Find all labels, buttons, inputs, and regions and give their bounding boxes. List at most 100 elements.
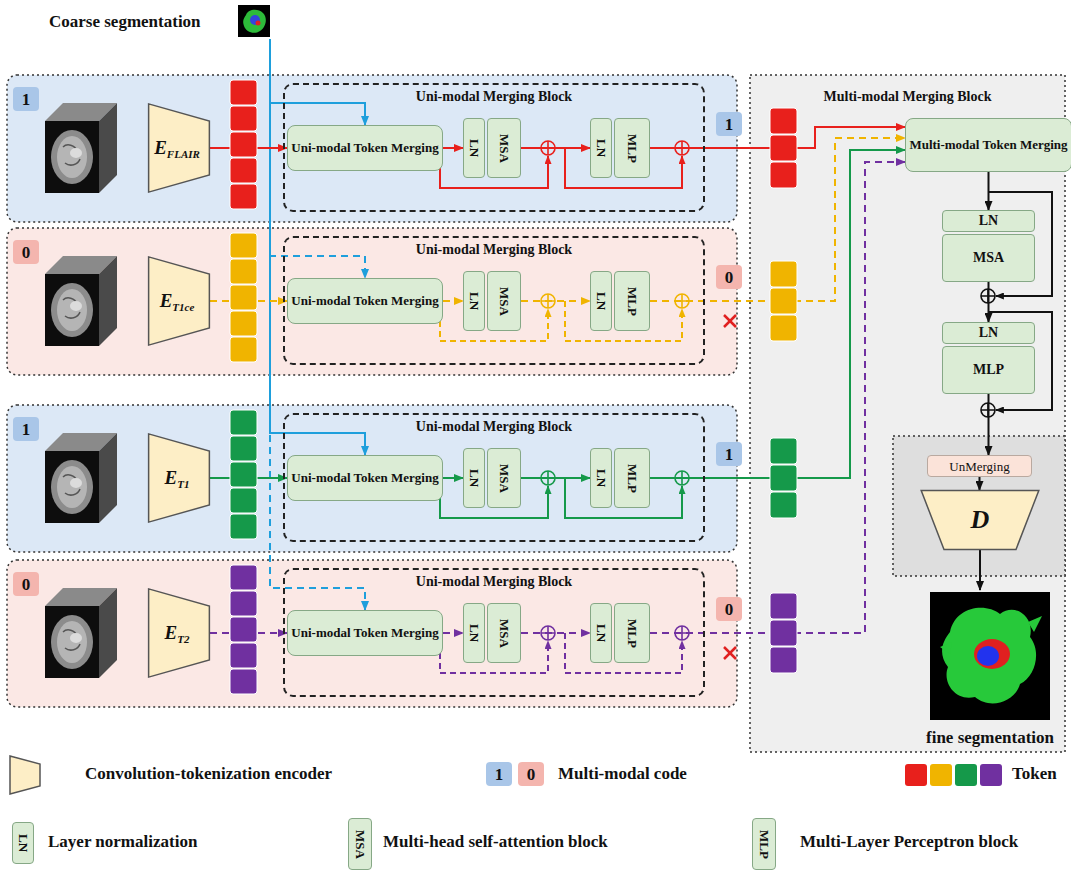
modal-code-badge: 0 <box>13 572 39 596</box>
legend-sample: LN <box>12 822 34 864</box>
layer-box: LN <box>942 322 1035 344</box>
node-text: MSA <box>498 619 511 648</box>
encoder-label: ET1ce <box>160 290 195 312</box>
layer-box: MLP <box>614 271 650 331</box>
node-text: Uni-modal Merging Block <box>416 574 572 590</box>
connector <box>443 632 463 634</box>
encoder-label: EFLAIR <box>154 137 200 159</box>
node-text: MSA <box>973 251 1004 265</box>
uni-modal-merging-block: Uni-modal Merging BlockUni-modal Token M… <box>283 236 705 365</box>
coarse-segmentation: Coarse segmentation <box>45 5 283 39</box>
layer-box: MLP <box>942 346 1035 394</box>
encoder-symbol: E <box>154 137 167 158</box>
node-text: 1 <box>725 116 734 133</box>
connector <box>979 477 981 490</box>
connector <box>443 477 463 479</box>
encoder-symbol: E <box>165 622 178 643</box>
layer-box: MSA <box>487 271 521 331</box>
node-text: LN <box>468 292 481 310</box>
label-text: 0 <box>527 766 536 783</box>
node-text: 1 <box>22 421 31 438</box>
node-text: MSA <box>498 464 511 493</box>
node-text: LN <box>979 326 998 340</box>
node-text: 1 <box>22 91 31 108</box>
connector <box>979 550 981 590</box>
multi-modal-region <box>750 75 1065 752</box>
uni-modal-merging-block: Uni-modal Merging BlockUni-modal Token M… <box>283 83 705 212</box>
unmerging-box: UnMerging <box>927 455 1032 477</box>
decoder-trapezoid: D <box>920 490 1040 550</box>
node-text: 0 <box>725 601 734 618</box>
layer-box: LN <box>590 603 612 663</box>
encoder-trapezoid: ET1 <box>148 433 210 523</box>
uni-modal-merging-block: Uni-modal Merging BlockUni-modal Token M… <box>283 413 705 542</box>
modal-code-badge: 1 <box>716 112 742 136</box>
encoder-trapezoid: ET2 <box>148 588 210 678</box>
layer-box: LN <box>463 271 485 331</box>
encoder-subscript: T1 <box>177 478 189 490</box>
encoder-subscript: FLAIR <box>167 148 200 160</box>
node-text: Uni-modal Token Merging <box>291 141 438 156</box>
node-text: LN <box>595 624 608 642</box>
modality-panel <box>7 405 737 552</box>
layer-box: MSA <box>487 603 521 663</box>
token-merging-box: Uni-modal Token Merging <box>287 125 443 171</box>
node-text: Uni-modal Token Merging <box>291 471 438 486</box>
legend-sample: 1 <box>486 762 512 786</box>
layer-box: LN <box>463 448 485 508</box>
node-text: Uni-modal Merging Block <box>416 242 572 258</box>
modal-code-badge: 0 <box>13 240 39 264</box>
layer-box: MSA <box>487 118 521 178</box>
legend-text: Convolution-tokenization encoder <box>85 764 332 784</box>
encoder-symbol: E <box>165 467 178 488</box>
modal-code-badge: 1 <box>13 417 39 441</box>
connector <box>443 147 463 149</box>
layer-box: MLP <box>614 118 650 178</box>
node-text: MSA <box>498 134 511 163</box>
layer-box: LN <box>590 271 612 331</box>
node-text: MLP <box>626 134 639 163</box>
legend-sample: MSA <box>348 818 372 870</box>
modal-code-badge: 0 <box>716 265 742 289</box>
node-text: Uni-modal Token Merging <box>291 294 438 309</box>
modal-code-badge: 1 <box>13 87 39 111</box>
node-text: Uni-modal Merging Block <box>416 89 572 105</box>
legend-text: Multi-Layer Perceptron block <box>800 832 1018 852</box>
legend-text: Token <box>1012 764 1057 784</box>
node-text: D <box>971 507 990 533</box>
node-text: LN <box>468 469 481 487</box>
node-text: Uni-modal Token Merging <box>291 626 438 641</box>
node-text: 0 <box>725 269 734 286</box>
legend-sample: MLP <box>752 818 776 870</box>
legend-sample: 0 <box>518 762 544 786</box>
encoder-label: ET1 <box>165 467 190 489</box>
token-merging-box: Uni-modal Token Merging <box>287 610 443 656</box>
node-text: LN <box>468 624 481 642</box>
legend-text: Multi-modal code <box>558 764 687 784</box>
encoder-trapezoid: EFLAIR <box>148 103 210 193</box>
node-text: Multi-modal Token Merging <box>909 138 1067 153</box>
layer-box: LN <box>590 118 612 178</box>
modal-code-badge: 1 <box>716 442 742 466</box>
connector <box>650 150 905 478</box>
legend-text: Multi-head self-attention block <box>383 832 608 852</box>
multi-modal-merging-block: Multi-modal Merging BlockMulti-modal Tok… <box>750 75 1065 752</box>
modality-panel <box>7 75 737 222</box>
layer-box: MLP <box>614 448 650 508</box>
token-merging-box: Uni-modal Token Merging <box>287 455 443 501</box>
legend-text: Layer normalization <box>48 832 197 852</box>
node-text: MLP <box>626 619 639 648</box>
node-text: LN <box>468 139 481 157</box>
node-text: MLP <box>626 464 639 493</box>
connector <box>650 162 905 633</box>
node-text: MSA <box>498 287 511 316</box>
node-text: UnMerging <box>949 460 1009 473</box>
node-text: LN <box>595 469 608 487</box>
modality-panel <box>7 228 737 375</box>
token-merging-box: Multi-modal Token Merging <box>905 118 1071 172</box>
encoder-trapezoid: ET1ce <box>148 256 210 346</box>
layer-box: MSA <box>487 448 521 508</box>
modal-code-badge: 0 <box>716 597 742 621</box>
label-text: MLP <box>758 830 771 859</box>
